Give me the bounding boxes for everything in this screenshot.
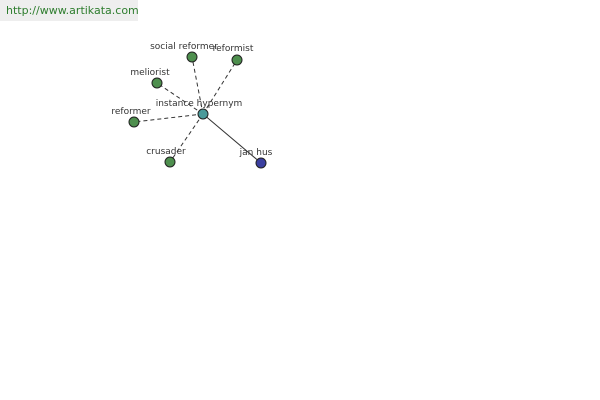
node-label: social reformer xyxy=(150,42,218,52)
node-label: reformist xyxy=(213,44,254,54)
node-label: crusader xyxy=(146,147,186,157)
node-label: reformer xyxy=(111,107,151,117)
node-circle[interactable] xyxy=(128,116,140,128)
node-circle[interactable] xyxy=(151,77,163,89)
edges xyxy=(133,56,262,164)
node-circle[interactable] xyxy=(231,54,243,66)
node-reformer[interactable]: reformer xyxy=(111,107,151,128)
node-jan-hus[interactable]: jan hus xyxy=(239,148,273,169)
center-node-circle[interactable] xyxy=(197,108,209,120)
edge-meliorist xyxy=(156,82,204,115)
node-meliorist[interactable]: meliorist xyxy=(130,68,170,89)
node-center[interactable]: instance hypernym xyxy=(156,99,243,120)
node-social-reformer[interactable]: social reformer xyxy=(150,42,218,63)
edge-reformer xyxy=(133,113,204,123)
edge-jan-hus xyxy=(202,113,262,164)
node-crusader[interactable]: crusader xyxy=(146,147,186,168)
center-node-label: instance hypernym xyxy=(156,99,243,109)
node-circle[interactable] xyxy=(255,157,267,169)
node-circle[interactable] xyxy=(186,51,198,63)
edge-social-reformer xyxy=(191,56,204,115)
edge-crusader xyxy=(169,113,204,163)
node-label: jan hus xyxy=(239,148,273,158)
node-label: meliorist xyxy=(130,68,170,78)
node-reformist[interactable]: reformist xyxy=(213,44,254,66)
edge-reformist xyxy=(202,59,238,115)
node-circle[interactable] xyxy=(164,156,176,168)
site-link[interactable]: http://www.artikata.com xyxy=(0,0,139,21)
